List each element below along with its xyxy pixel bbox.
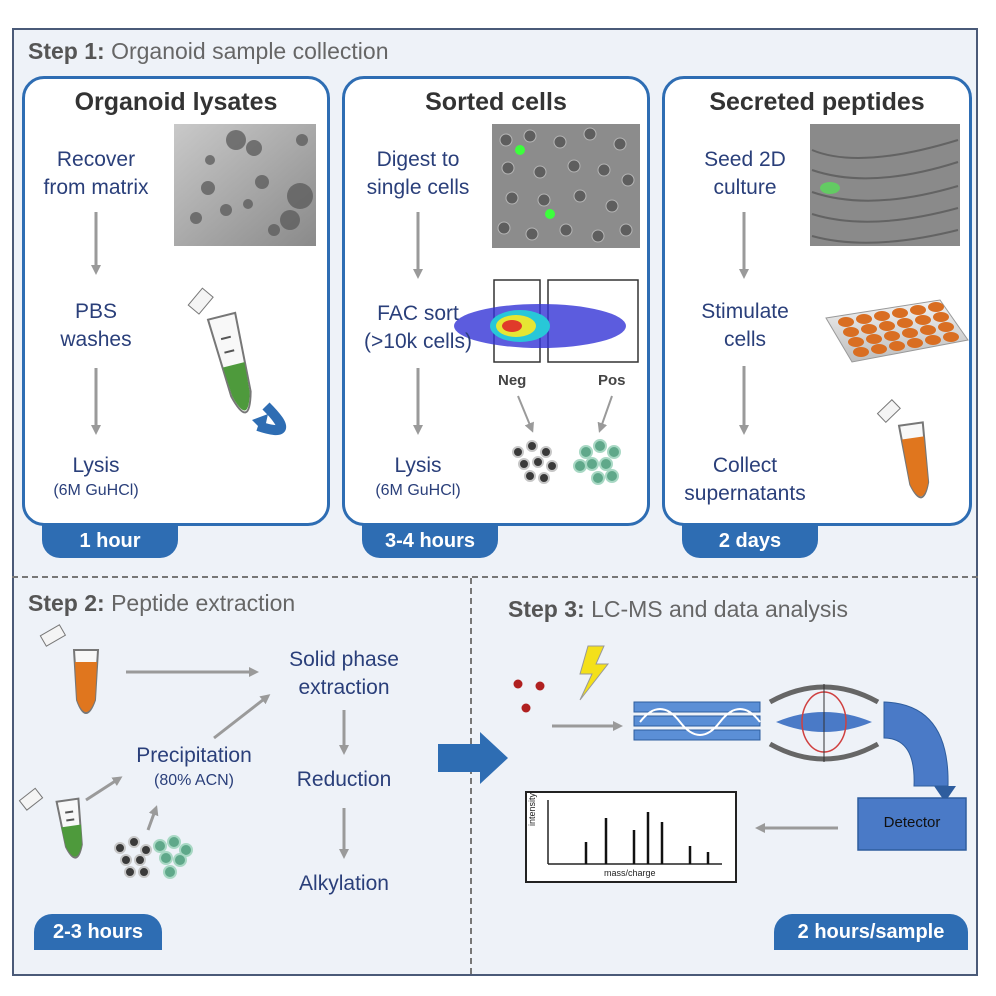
step1-label: Step 1: [28,38,105,64]
panel-title-secreted: Secreted peptides [709,88,925,116]
time-badge-extraction: 2-3 hours [34,914,162,950]
extraction-spe: Solid phase extraction [289,648,399,699]
step3-title: LC-MS and data analysis [591,596,849,622]
orbitrap-icon [768,684,880,762]
sample-dots [513,679,545,713]
sorted-step-digest: Digest to single cells [366,148,470,199]
sorted-cells-micrograph [492,124,640,248]
lysates-lysis-sub: (6M GuHCl) [53,482,139,499]
lightning-bolt-icon [579,645,610,701]
step1-title: Organoid sample collection [111,38,389,64]
divider-vertical [470,578,472,974]
positive-cell-cluster [573,439,621,485]
time-badge-sorted: 3-4 hours [362,524,498,558]
panel-title-sorted: Sorted cells [425,88,567,116]
extraction-precipitation-sub: (80% ACN) [153,772,235,789]
step2-green-cluster [153,835,193,879]
sorted-step-lysis: Lysis [394,454,442,477]
step2-label: Step 2: [28,590,105,616]
extraction-reduction: Reduction [296,768,392,791]
mass-spectrum [525,791,737,883]
step3-label: Step 3: [508,596,585,622]
secreted-step-seed: Seed 2D culture [704,148,786,199]
panel-title-lysates: Organoid lysates [74,88,278,116]
well-plate [825,299,969,363]
divider-horizontal [12,576,978,578]
time-badge-secreted: 2 days [682,524,818,558]
sorted-lysis-sub: (6M GuHCl) [375,482,461,499]
tube-green-step2 [18,787,83,859]
rotation-arrow-icon [256,402,287,435]
step2-heading: Step 2: Peptide extraction [28,590,295,617]
tube-orange-supernatant [876,399,930,499]
sorted-step-fac: FAC sort (>10k cells) [364,302,472,353]
tube-green-lysate [187,287,252,414]
facs-plot [454,279,639,363]
lysates-step-lysis: Lysis [72,454,120,477]
detector-label: Detector [883,814,941,831]
step3-heading: Step 3: LC-MS and data analysis [508,596,848,623]
facs-pos-label: Pos [598,372,626,389]
step1-heading: Step 1: Organoid sample collection [28,38,389,65]
organoid-micrograph [174,124,316,246]
detector-box [857,797,967,851]
culture-micrograph [810,124,960,246]
lysates-step-recover: Recover from matrix [43,148,149,199]
sorted-arrows [413,212,613,435]
secreted-step-collect: Collect supernatants [684,454,806,505]
time-badge-lysates: 1 hour [42,524,178,558]
extraction-alkylation: Alkylation [299,872,389,895]
step2-title: Peptide extraction [111,590,296,616]
secreted-step-stimulate: Stimulate cells [701,300,789,351]
quadrupole-icon [633,701,761,741]
step2-arrows [85,667,349,859]
spectrum-ylabel: intensity [527,792,537,826]
tube-orange-step2 [39,624,100,714]
lysates-step-pbs: PBS washes [60,300,132,351]
ion-path-curve [883,701,949,787]
step2-to-step3-arrow-icon [438,732,508,784]
extraction-precipitation: Precipitation [136,744,252,767]
facs-neg-label: Neg [498,372,527,389]
spectrum-xlabel: mass/charge [604,868,656,878]
time-badge-lcms: 2 hours/sample [774,914,968,950]
step2-dark-cluster [114,836,152,878]
negative-cell-cluster [512,440,558,484]
